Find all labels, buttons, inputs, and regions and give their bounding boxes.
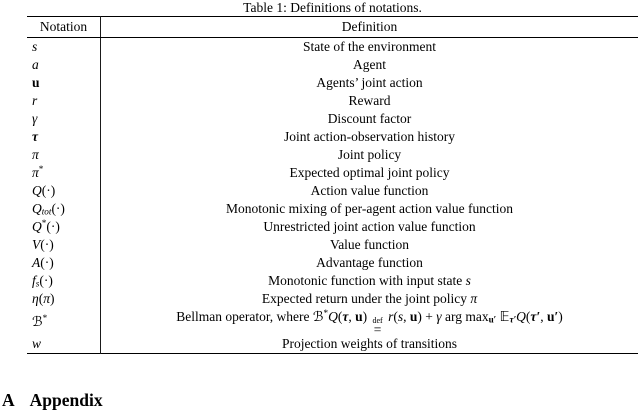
definition-cell: Monotonic mixing of per-agent action val… xyxy=(226,201,513,216)
table-row: π Joint policy xyxy=(27,146,638,164)
definition-cell: Joint action-observation history xyxy=(284,129,455,144)
table-row: a Agent xyxy=(27,56,638,74)
notation-cell: η(π) xyxy=(27,290,101,308)
definition-cell: State of the environment xyxy=(302,39,437,54)
table-row: A(·) Advantage function xyxy=(27,254,638,272)
notations-table: Notation Definition s State of the enviro… xyxy=(27,16,638,355)
table-caption: Table 1: Definitions of notations. xyxy=(243,0,422,15)
notation-cell: u xyxy=(27,74,101,92)
definition-cell: Action value function xyxy=(310,183,429,198)
notation-cell: Qtot(·) xyxy=(27,200,101,218)
notation-cell: Q*(·) xyxy=(27,218,101,236)
notation-cell: a xyxy=(27,56,101,74)
definition-cell: Agents’ joint action xyxy=(316,75,423,90)
notation-cell: τ xyxy=(27,128,101,146)
table-row: w Projection weights of transitions xyxy=(27,335,638,354)
definition-column-header: Definition xyxy=(100,16,638,38)
notation-cell: V(·) xyxy=(27,236,101,254)
def-equals-symbol: def= xyxy=(372,316,383,338)
table-row: Q(·) Action value function xyxy=(27,182,638,200)
notation-cell: γ xyxy=(27,110,101,128)
table-row: Qtot(·) Monotonic mixing of per-agent act… xyxy=(27,200,638,218)
table-row: η(π) Expected return under the joint poli… xyxy=(27,290,638,308)
notation-cell: Q(·) xyxy=(27,182,101,200)
notation-cell: π xyxy=(27,146,101,164)
definition-cell: Bellman operator, where ℬ*Q(τ, u) def= r… xyxy=(176,307,563,338)
table-row: τ Joint action-observation history xyxy=(27,128,638,146)
table-header-row: Notation Definition xyxy=(27,16,638,38)
definition-cell: Expected return under the joint policy π xyxy=(261,291,478,306)
table-row: V(·) Value function xyxy=(27,236,638,254)
definition-cell: Projection weights of transitions xyxy=(281,336,458,352)
table-row: ℬ* Bellman operator, where ℬ*Q(τ, u) def=… xyxy=(27,307,638,338)
table-row: π* Expected optimal joint policy xyxy=(27,164,638,182)
notation-column-header: Notation xyxy=(27,16,101,38)
table-row: γ Discount factor xyxy=(27,110,638,128)
table-row: u Agents’ joint action xyxy=(27,74,638,92)
notation-cell: w xyxy=(27,335,101,354)
definition-cell: Joint policy xyxy=(337,147,402,162)
table-row: Q*(·) Unrestricted joint action value fun… xyxy=(27,218,638,236)
table-row: s State of the environment xyxy=(27,37,638,56)
notation-cell: π* xyxy=(27,164,101,182)
notation-cell: s xyxy=(27,37,101,56)
table-row: fs(·) Monotonic function with input state… xyxy=(27,272,638,290)
definition-cell: Advantage function xyxy=(316,255,423,270)
table-row: r Reward xyxy=(27,92,638,110)
definition-cell: Monotonic function with input state s xyxy=(268,273,471,288)
notation-cell: A(·) xyxy=(27,254,101,272)
definition-cell: Reward xyxy=(348,93,391,108)
definition-cell: Discount factor xyxy=(327,111,412,126)
definition-cell: Agent xyxy=(353,57,386,72)
appendix-section-title: Appendix xyxy=(29,390,103,410)
notation-cell: r xyxy=(27,92,101,110)
definition-cell: Expected optimal joint policy xyxy=(289,165,450,180)
notation-cell: fs(·) xyxy=(27,272,101,290)
notation-cell: ℬ* xyxy=(27,308,101,336)
definition-cell: Value function xyxy=(329,237,410,252)
appendix-heading: A Appendix xyxy=(2,390,103,411)
definition-cell: Unrestricted joint action value function xyxy=(263,219,476,234)
appendix-section-label: A xyxy=(2,390,15,410)
